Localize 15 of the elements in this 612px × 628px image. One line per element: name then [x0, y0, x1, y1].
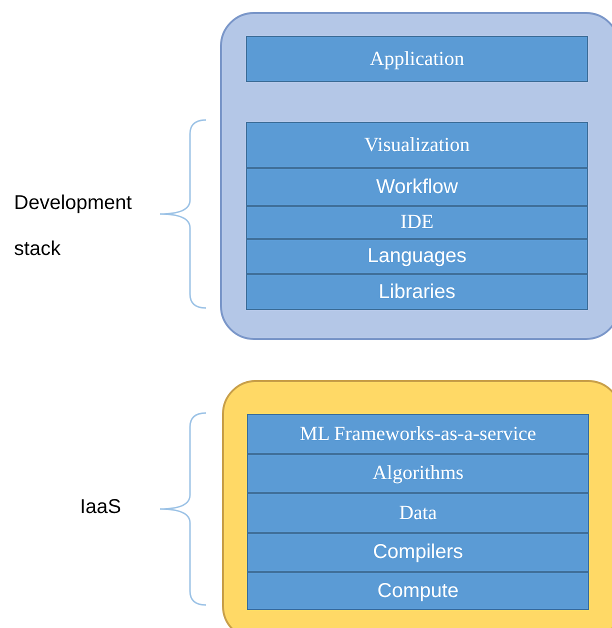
layer-bar: Libraries — [246, 274, 588, 310]
layer-bar: Data — [247, 493, 589, 533]
layer-bar: Workflow — [246, 168, 588, 206]
bracket-label: IaaS — [80, 495, 122, 520]
layer-bar: Compilers — [247, 533, 589, 572]
layer-bar: IDE — [246, 206, 588, 239]
stack-panel — [222, 380, 612, 628]
layer-bar: ML Frameworks-as-a-service — [247, 414, 589, 454]
stack-panel — [220, 12, 612, 340]
layer-bar: Visualization — [246, 122, 588, 168]
layer-bar: Languages — [246, 239, 588, 274]
layer-bar: Algorithms — [247, 454, 589, 493]
layer-bar: Application — [246, 36, 588, 82]
bracket-label: Development stack — [14, 191, 133, 262]
layer-bar: Compute — [247, 572, 589, 610]
